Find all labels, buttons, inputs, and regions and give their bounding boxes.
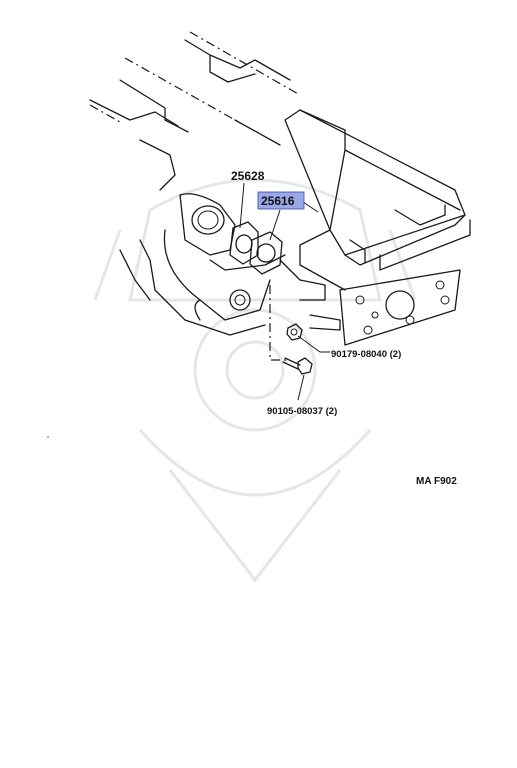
engine-block: [89, 31, 471, 346]
callout-25628[interactable]: 25628: [231, 169, 265, 183]
bolt-icon: [282, 357, 313, 375]
callout-90105-08037[interactable]: 90105-08037 (2): [267, 406, 337, 417]
gasket-25616: [249, 231, 283, 275]
callout-25616[interactable]: 25616: [261, 194, 295, 208]
callout-90179-08040[interactable]: 90179-08040 (2): [331, 349, 401, 360]
exhaust-manifold: [119, 193, 286, 336]
figure-code: MA F902: [416, 476, 457, 487]
watermark-emblem: [93, 178, 417, 583]
stray-dot: [47, 436, 49, 438]
leader-lines: [239, 182, 330, 401]
callout-highlight: [257, 191, 305, 210]
